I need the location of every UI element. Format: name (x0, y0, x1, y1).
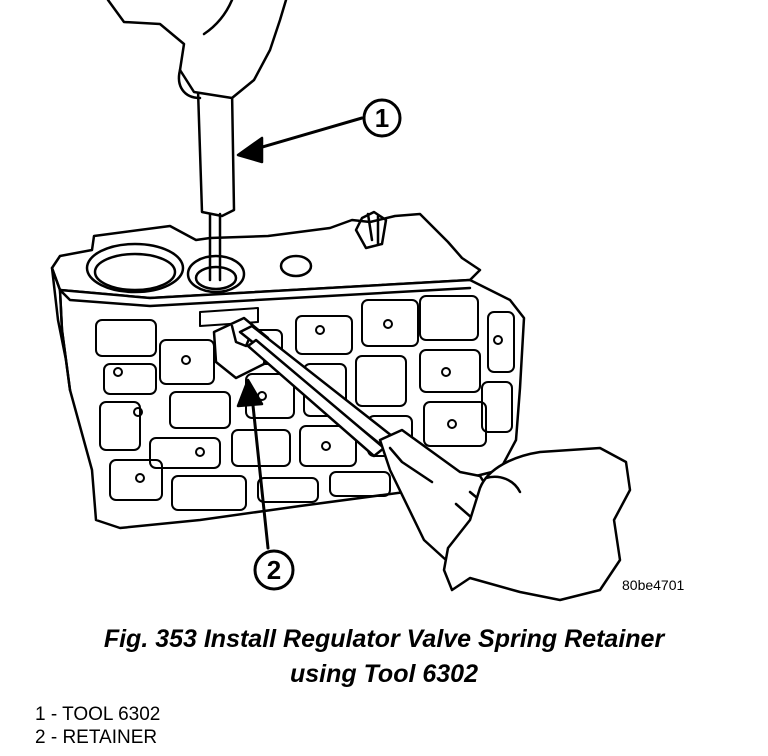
svg-text:2: 2 (267, 555, 281, 585)
callout-leaders (236, 116, 364, 550)
caption-line-2: using Tool 6302 (289, 660, 478, 688)
figure-image-code: 80be4701 (622, 577, 685, 593)
legend-item-1: 1 - TOOL 6302 (35, 704, 161, 725)
lower-hand (442, 446, 632, 602)
valve-body-illustration: 1 2 (50, 0, 632, 602)
caption-line-1: Fig. 353 Install Regulator Valve Spring … (103, 625, 665, 653)
figure-caption: Fig. 353 Install Regulator Valve Spring … (0, 622, 768, 692)
legend: 1 - TOOL 6302 2 - RETAINER (35, 703, 160, 749)
callout-2: 2 (253, 549, 295, 591)
legend-item-2: 2 - RETAINER (35, 727, 158, 748)
callout-1: 1 (362, 98, 402, 138)
svg-text:1: 1 (375, 103, 389, 133)
upper-hand (106, 0, 288, 100)
